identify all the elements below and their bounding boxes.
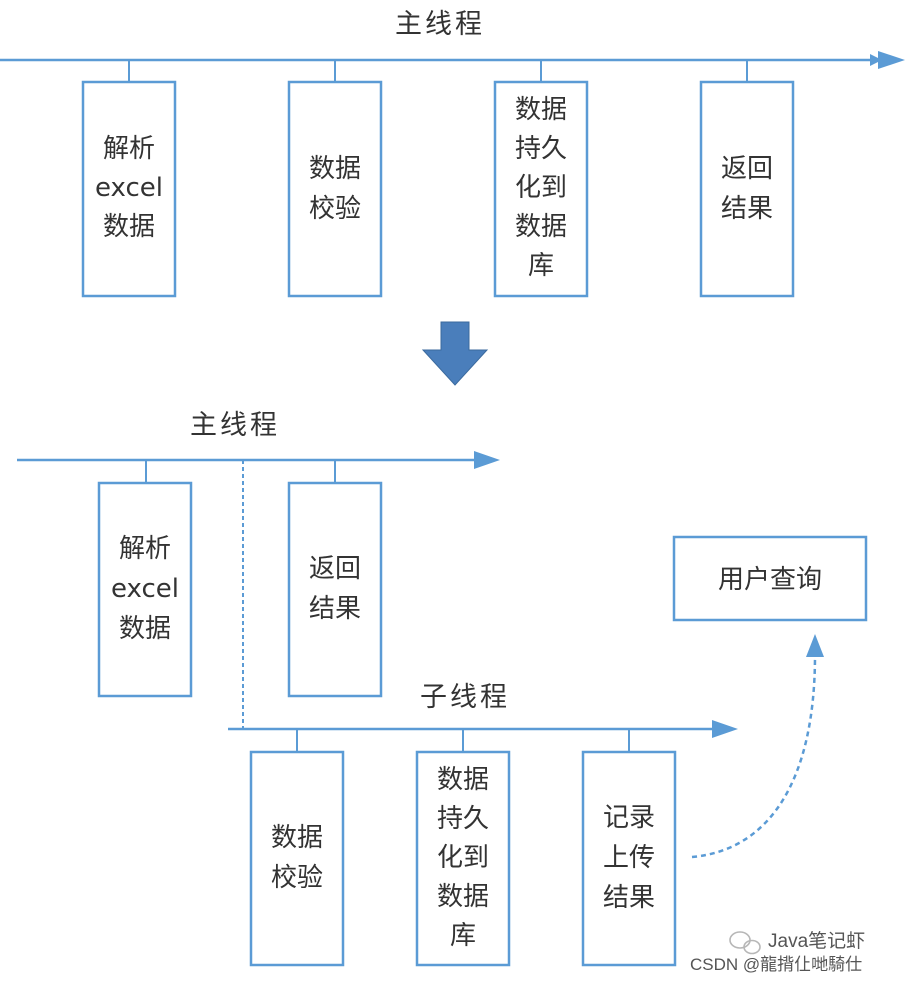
top-step2-line1: 数据 (309, 154, 361, 184)
sub-step3-line2: 上传 (603, 843, 655, 873)
wechat-icon (729, 931, 761, 955)
bottom-main-step2-line1: 返回 (309, 554, 361, 584)
top-step3-line2: 持久 (515, 134, 567, 164)
top-step1-line2: excel (95, 173, 163, 203)
watermark-java-notes: Java笔记虾 (768, 930, 865, 952)
bottom-main-thread-arrowhead (474, 451, 500, 469)
sub-step3-line1: 记录 (603, 803, 655, 833)
bottom-main-step2-line2: 结果 (309, 594, 361, 624)
top-step4-line2: 结果 (721, 194, 773, 224)
sub-thread-arrowhead (712, 720, 738, 738)
watermark-csdn: CSDN @龍揹仩哋騎仕 (690, 955, 862, 974)
bottom-main-step1-line1: 解析 (119, 534, 171, 564)
top-main-thread-arrowhead (878, 51, 905, 69)
sub-step2-line3: 化到 (437, 843, 489, 873)
top-step-parse-box (81, 80, 177, 298)
bottom-main-thread-title: 主线程 (190, 410, 280, 441)
sub-step-validate-box (249, 750, 345, 967)
top-step-return-box (699, 80, 795, 298)
top-step3-line3: 化到 (515, 173, 567, 203)
top-step1-line3: 数据 (103, 212, 155, 242)
upload-to-query-arrowhead (806, 634, 824, 657)
upload-to-query-curve (691, 654, 817, 859)
top-step1-line1: 解析 (103, 134, 155, 164)
sub-step1-line1: 数据 (271, 823, 323, 853)
sub-step2-line4: 数据 (437, 882, 489, 912)
sub-step2-line1: 数据 (437, 765, 489, 795)
top-step2-line2: 校验 (309, 194, 361, 224)
top-step4-line1: 返回 (721, 154, 773, 184)
top-main-thread-title: 主线程 (395, 9, 485, 40)
sub-step-record-box (581, 750, 677, 967)
top-step-validate-box (287, 80, 383, 298)
sub-thread-title: 子线程 (420, 682, 510, 713)
user-query-box (672, 535, 868, 622)
sub-step1-line2: 校验 (271, 863, 323, 893)
sub-step-persist-box (415, 750, 511, 967)
bottom-main-step1-line2: excel (111, 574, 179, 604)
user-query-label: 用户查询 (718, 565, 822, 595)
top-step3-line4: 数据 (515, 212, 567, 242)
sub-step2-line5: 库 (450, 921, 476, 951)
bottom-step-return-box (287, 481, 383, 698)
sub-step3-line3: 结果 (603, 883, 655, 913)
bottom-main-step1-line3: 数据 (119, 614, 171, 644)
bottom-step-parse-box (97, 481, 193, 698)
down-arrow-icon (421, 321, 489, 386)
sub-step2-line2: 持久 (437, 804, 489, 834)
top-step-persist-box (493, 80, 589, 298)
top-step3-line5: 库 (528, 251, 554, 281)
top-step3-line1: 数据 (515, 95, 567, 125)
